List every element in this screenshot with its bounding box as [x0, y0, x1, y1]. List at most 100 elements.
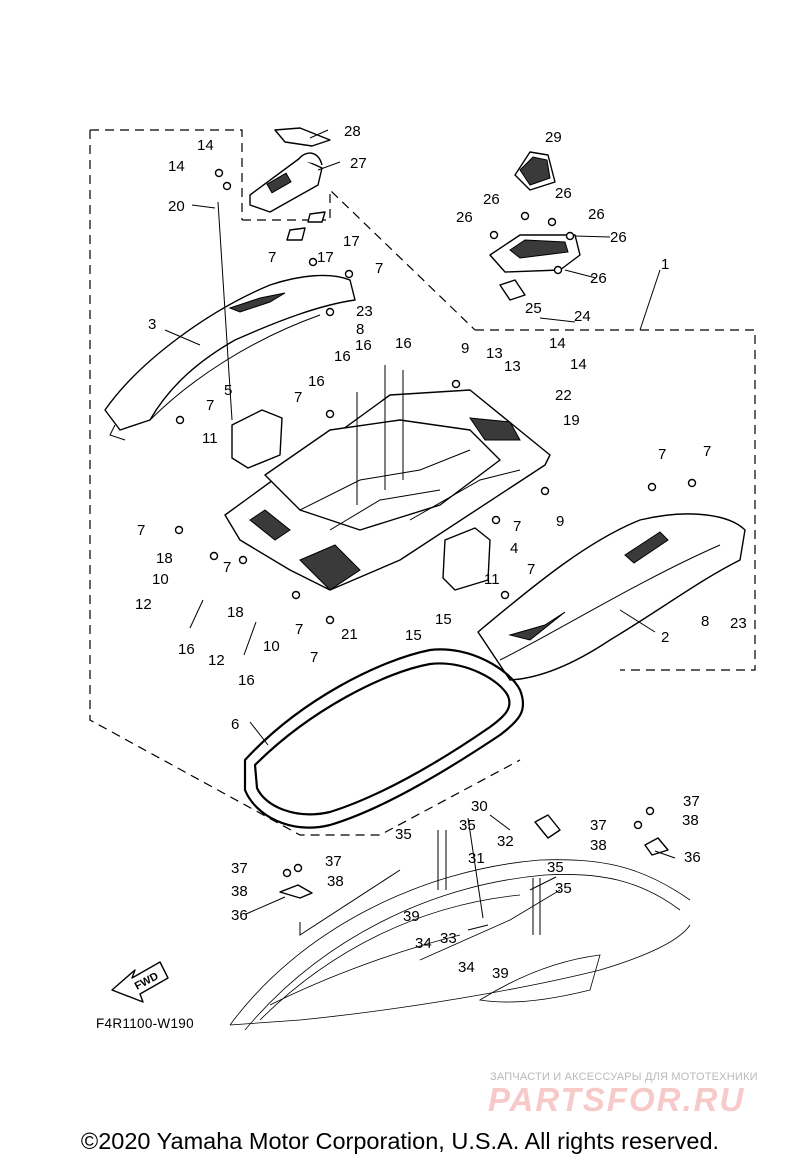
- callout-19: 19: [563, 412, 580, 429]
- callout-3: 3: [148, 316, 156, 333]
- assembly-boundary-hatch: [242, 188, 476, 331]
- part-2-right-cover: [477, 513, 746, 681]
- callout-18: 18: [156, 550, 173, 567]
- callout-14: 14: [197, 137, 214, 154]
- callout-9: 9: [556, 513, 564, 530]
- main-deck-frame: [224, 389, 551, 591]
- callout-7: 7: [268, 249, 276, 266]
- callout-17: 17: [317, 249, 334, 266]
- callout-11: 11: [202, 430, 218, 447]
- callout-36: 36: [231, 907, 248, 924]
- part-27-box: [249, 127, 331, 213]
- callout-16: 16: [395, 335, 412, 352]
- copyright-notice: ©2020 Yamaha Motor Corporation, U.S.A. A…: [80, 1128, 720, 1154]
- callout-7: 7: [295, 621, 303, 638]
- fwd-arrow-icon: FWD: [111, 961, 169, 1003]
- callout-35: 35: [555, 880, 572, 897]
- callout-7: 7: [223, 559, 231, 576]
- callout-30: 30: [471, 798, 488, 815]
- callout-13: 13: [504, 358, 521, 375]
- callout-20: 20: [168, 198, 185, 215]
- callout-35: 35: [395, 826, 412, 843]
- callout-labels: 28 14 14 27 20 17 17 29 26 26 26 26 26 2…: [135, 123, 747, 982]
- hull-outline: [229, 859, 691, 1031]
- callout-7: 7: [137, 522, 145, 539]
- callout-5: 5: [224, 382, 232, 399]
- assembly-boundary-main: [89, 129, 756, 836]
- callout-22: 22: [555, 387, 572, 404]
- callout-38: 38: [327, 873, 344, 890]
- callout-16: 16: [308, 373, 325, 390]
- callout-11: 11: [484, 571, 500, 588]
- callout-26: 26: [555, 185, 572, 202]
- callout-14: 14: [570, 356, 587, 373]
- callout-33: 33: [440, 930, 457, 947]
- callout-39: 39: [403, 908, 420, 925]
- callout-10: 10: [263, 638, 280, 655]
- callout-34: 34: [458, 959, 475, 976]
- callout-32: 32: [497, 833, 514, 850]
- callout-31: 31: [468, 850, 485, 867]
- callout-38: 38: [590, 837, 607, 854]
- part-29-shade: [519, 156, 551, 186]
- callout-37: 37: [590, 817, 607, 834]
- part-30-clip: [534, 814, 561, 839]
- part-17-pad-a: [286, 227, 306, 241]
- callout-28: 28: [344, 123, 361, 140]
- callout-35: 35: [459, 817, 476, 834]
- callout-7: 7: [658, 446, 666, 463]
- callout-7: 7: [206, 397, 214, 414]
- callout-26: 26: [456, 209, 473, 226]
- callout-23: 23: [356, 303, 373, 320]
- callout-27: 27: [350, 155, 367, 172]
- callout-6: 6: [231, 716, 239, 733]
- callout-34: 34: [415, 935, 432, 952]
- callout-21: 21: [341, 626, 358, 643]
- callout-13: 13: [486, 345, 503, 362]
- callout-10: 10: [152, 571, 169, 588]
- callout-14: 14: [168, 158, 185, 175]
- callout-23: 23: [730, 615, 747, 632]
- callout-39: 39: [492, 965, 509, 982]
- callout-12: 12: [208, 652, 225, 669]
- callout-7: 7: [375, 260, 383, 277]
- callout-7: 7: [310, 649, 318, 666]
- callout-15: 15: [435, 611, 452, 628]
- callout-25: 25: [525, 300, 542, 317]
- callout-38: 38: [231, 883, 248, 900]
- callout-37: 37: [683, 793, 700, 810]
- callout-36: 36: [684, 849, 701, 866]
- callout-15: 15: [405, 627, 422, 644]
- leader-lines: [164, 129, 676, 936]
- fasteners: [174, 168, 697, 878]
- callout-16: 16: [238, 672, 255, 689]
- callout-8: 8: [356, 321, 364, 338]
- callout-26: 26: [483, 191, 500, 208]
- part-17-pad-b: [307, 211, 326, 223]
- long-bolts: [189, 201, 541, 935]
- part-3-left-cover: [104, 274, 356, 441]
- callout-16: 16: [334, 348, 351, 365]
- part-24-bracket: [489, 234, 581, 301]
- callout-35: 35: [547, 859, 564, 876]
- callout-17: 17: [343, 233, 360, 250]
- callout-1: 1: [661, 256, 669, 273]
- callout-26: 26: [610, 229, 627, 246]
- callout-16: 16: [178, 641, 195, 658]
- part-6-seal-ring-inner: [253, 662, 511, 816]
- callout-7: 7: [703, 443, 711, 460]
- callout-29: 29: [545, 129, 562, 146]
- part-36-bracket-right: [644, 837, 669, 856]
- part-36-bracket-left: [279, 884, 313, 899]
- callout-14: 14: [549, 335, 566, 352]
- callout-18: 18: [227, 604, 244, 621]
- callout-38: 38: [682, 812, 699, 829]
- callout-7: 7: [294, 389, 302, 406]
- callout-7: 7: [527, 561, 535, 578]
- part-5-block: [231, 409, 283, 469]
- callout-2: 2: [661, 629, 669, 646]
- callout-37: 37: [325, 853, 342, 870]
- callout-26: 26: [588, 206, 605, 223]
- callout-26: 26: [590, 270, 607, 287]
